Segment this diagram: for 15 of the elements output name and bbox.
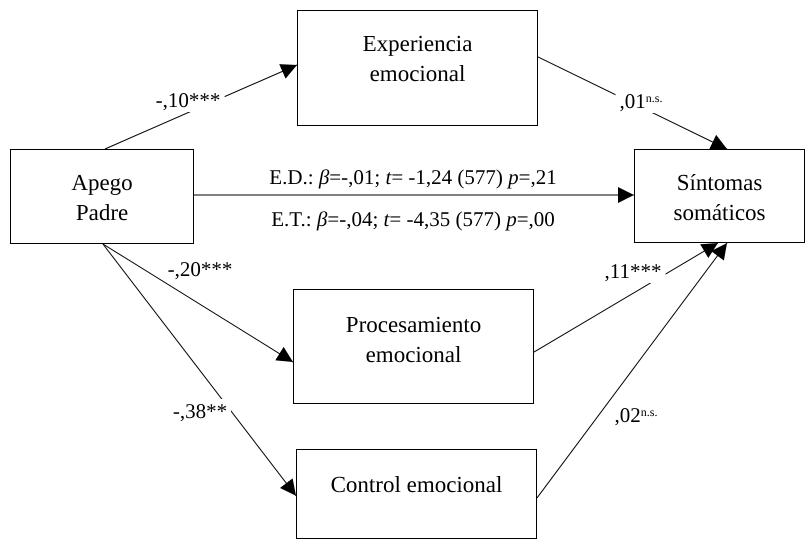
- arrow: [536, 242, 728, 498]
- arrow: [534, 242, 718, 353]
- box-text: Síntomas somáticos: [672, 169, 766, 227]
- variable-box: [297, 10, 538, 126]
- arrow: [194, 187, 634, 204]
- box-text: Procesamiento emocional: [344, 311, 482, 369]
- box-text: Experiencia emocional: [362, 30, 474, 88]
- box-text: Apego Padre: [70, 169, 134, 227]
- variable-box: [10, 149, 194, 244]
- arrow: [102, 244, 294, 363]
- box-text: Control emocional: [330, 471, 502, 499]
- arrow: [102, 244, 296, 496]
- variable-box: [296, 449, 537, 539]
- variable-box: [634, 149, 805, 243]
- variable-box: [293, 289, 534, 404]
